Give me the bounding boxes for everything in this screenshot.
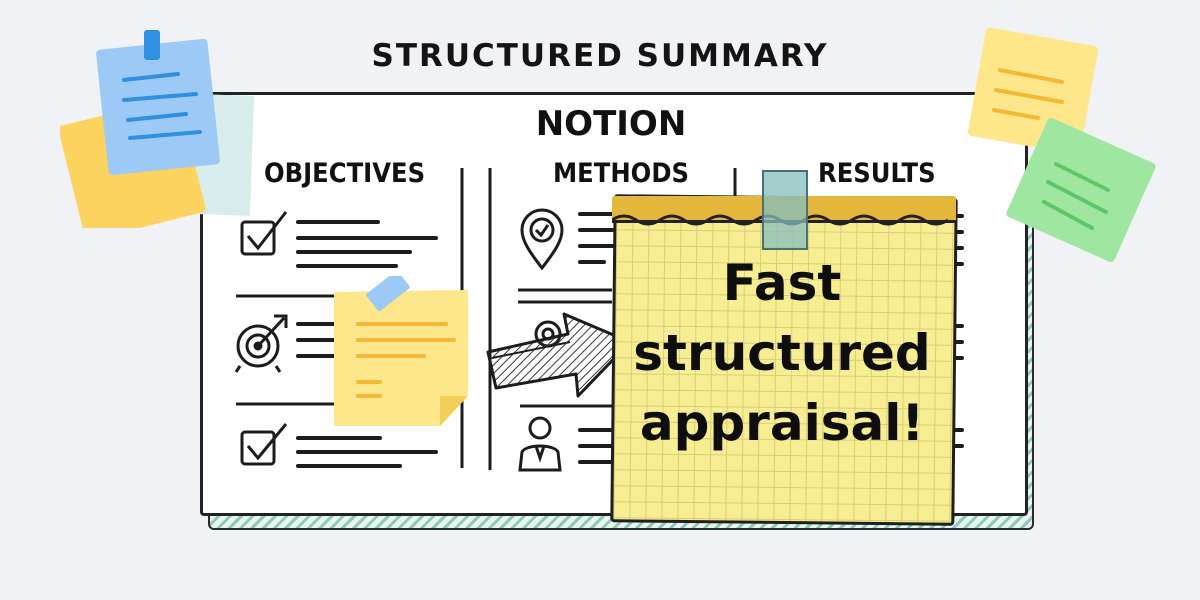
person-icon: [518, 416, 562, 472]
page-title: STRUCTURED SUMMARY: [371, 38, 829, 74]
callout-line-1: Fast: [722, 254, 842, 312]
checkbox-icon: [240, 211, 288, 256]
column-header-objectives: OBJECTIVES: [264, 158, 426, 189]
checkbox-icon: [240, 423, 288, 466]
sticky-notes-cluster-right: [967, 27, 1156, 263]
tape-strip: [762, 170, 808, 250]
column-header-results: RESULTS: [818, 158, 936, 189]
callout-line-3: appraisal!: [639, 394, 925, 452]
callout-text: Fast structured appraisal!: [620, 248, 944, 458]
arrow-icon: [486, 312, 632, 398]
callout-line-2: structured: [633, 324, 931, 382]
objective-text-lines-3: [296, 436, 438, 468]
method-text-lines-1: [578, 212, 614, 264]
objective-text-lines-1: [296, 220, 438, 268]
sticky-notes-cluster-left: [60, 30, 255, 228]
small-sticky-note: [334, 276, 468, 426]
column-header-methods: METHODS: [553, 158, 689, 189]
board-heading: NOTION: [535, 104, 687, 144]
location-pin-icon: [520, 208, 564, 271]
target-icon: [234, 314, 288, 373]
method-text-lines-3: [578, 428, 614, 464]
